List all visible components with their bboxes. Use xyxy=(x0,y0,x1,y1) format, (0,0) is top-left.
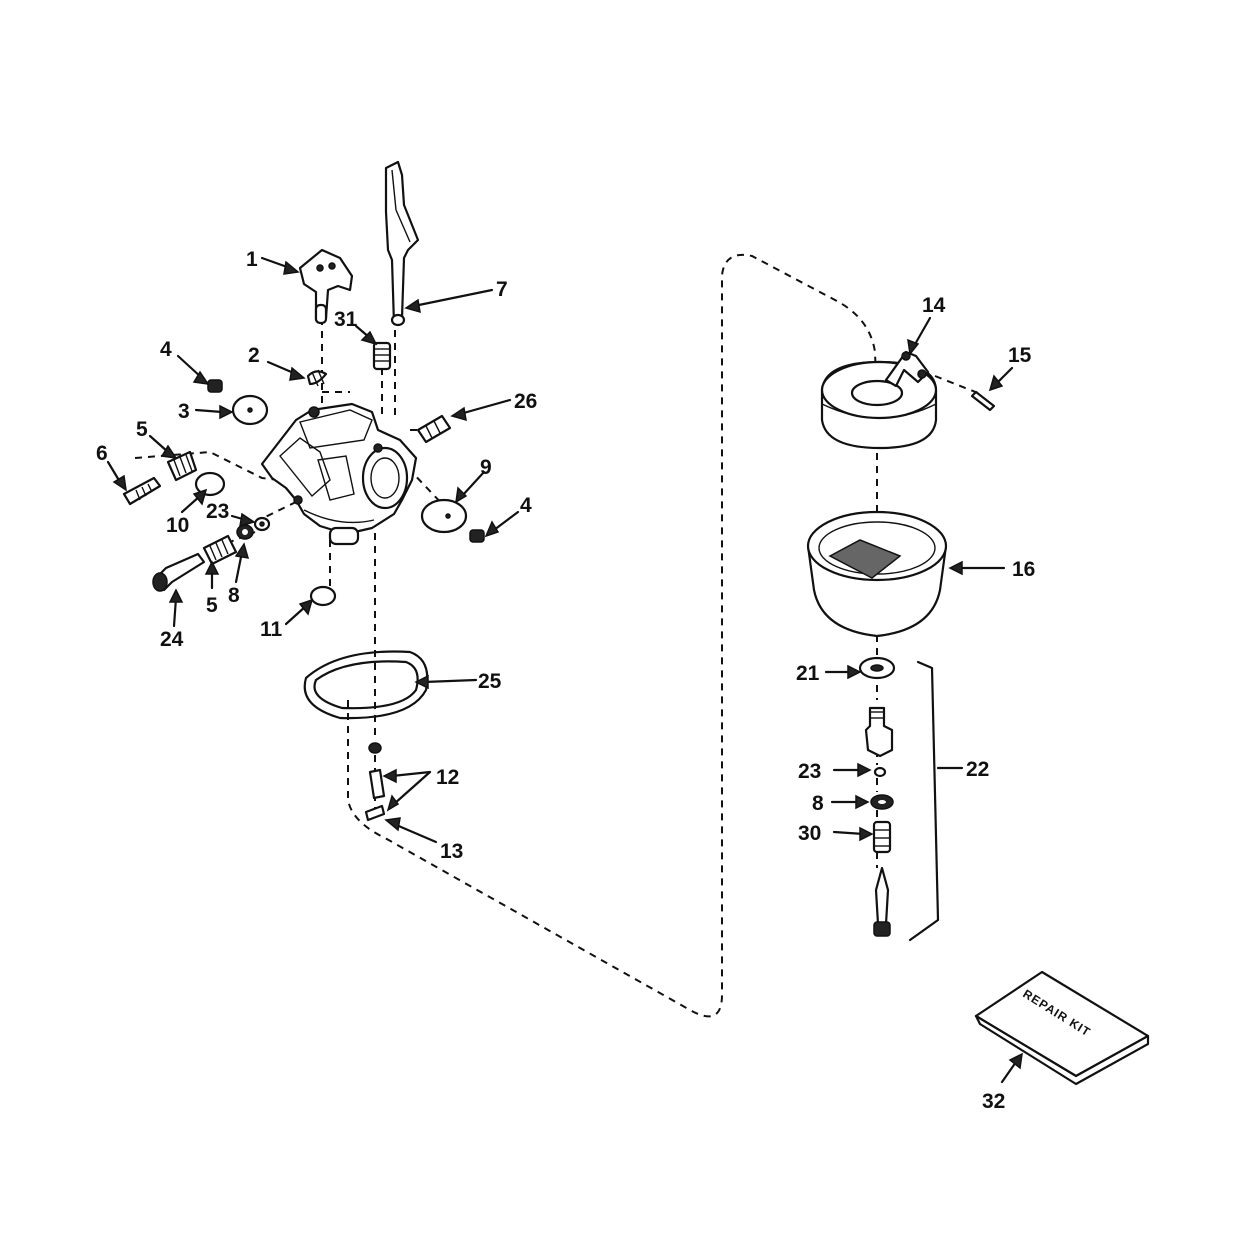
callout-6: 6 xyxy=(96,442,108,465)
needle-6-part xyxy=(122,476,162,506)
oring-11-part xyxy=(309,585,337,607)
oring-8b-part xyxy=(870,794,894,810)
throttle-lever-part xyxy=(384,160,420,327)
callout-12: 12 xyxy=(436,766,459,789)
plug-10-part xyxy=(194,471,226,497)
callout-11: 11 xyxy=(260,618,283,641)
spring-30-part xyxy=(872,820,892,854)
callout-26: 26 xyxy=(514,390,537,413)
fuel-fitting-26-part xyxy=(416,414,452,444)
callout-3: 3 xyxy=(178,400,190,423)
callout-13: 13 xyxy=(440,840,463,863)
screw-4b-part xyxy=(469,529,485,543)
callout-4b: 4 xyxy=(520,494,532,517)
float-14-part xyxy=(820,350,938,450)
callout-10: 10 xyxy=(166,514,189,537)
callout-1: 1 xyxy=(246,248,258,271)
plate-9-part xyxy=(420,498,468,534)
leader-arrows xyxy=(106,256,1023,1084)
callout-2: 2 xyxy=(248,344,260,367)
callout-15: 15 xyxy=(1008,344,1032,367)
callout-32: 32 xyxy=(982,1090,1005,1113)
callout-8a: 8 xyxy=(228,584,240,607)
bowl-nut-part xyxy=(864,706,894,758)
callout-5a: 5 xyxy=(136,418,148,441)
float-pin-15-part xyxy=(970,390,996,412)
repair-kit-part: REPAIR KIT xyxy=(974,970,1150,1086)
callout-23b: 23 xyxy=(798,760,821,783)
washer-23a-part xyxy=(253,516,271,532)
float-bowl-16-part xyxy=(806,510,948,638)
callout-25: 25 xyxy=(478,670,502,693)
oring-8a-part xyxy=(236,524,254,540)
needle-24-part xyxy=(152,552,206,592)
callout-14: 14 xyxy=(922,294,946,317)
callout-7: 7 xyxy=(496,278,508,301)
callout-labels: 1 2 3 4 4 5 5 6 7 8 8 9 10 11 12 13 14 1… xyxy=(96,248,1035,1113)
parts-12 xyxy=(364,742,386,822)
washer-21-part xyxy=(858,656,896,680)
carburetor-body-part xyxy=(260,402,418,546)
bowl-gasket-25-part xyxy=(303,650,429,720)
washer-23b-part xyxy=(873,766,887,778)
assembly-loop-line xyxy=(347,253,877,1018)
spring-31-part xyxy=(372,341,392,371)
choke-bracket-part xyxy=(298,248,354,325)
callout-21: 21 xyxy=(796,662,820,685)
callout-22: 22 xyxy=(966,758,989,781)
callout-8b: 8 xyxy=(812,792,824,815)
screw-4a-part xyxy=(207,379,223,393)
callout-16: 16 xyxy=(1012,558,1035,581)
seat-5a-part xyxy=(166,450,198,482)
adjusting-needle-part xyxy=(873,866,891,937)
group-22-bracket xyxy=(908,660,940,942)
callout-31: 31 xyxy=(334,308,358,331)
seat-5b-part xyxy=(202,534,238,566)
callout-30: 30 xyxy=(798,822,821,845)
callout-24: 24 xyxy=(160,628,184,651)
spring-2-part xyxy=(306,369,328,387)
callout-4a: 4 xyxy=(160,338,172,361)
callout-9: 9 xyxy=(480,456,492,479)
callout-23a: 23 xyxy=(206,500,229,523)
plate-3-part xyxy=(231,394,269,426)
callout-5b: 5 xyxy=(206,594,218,617)
